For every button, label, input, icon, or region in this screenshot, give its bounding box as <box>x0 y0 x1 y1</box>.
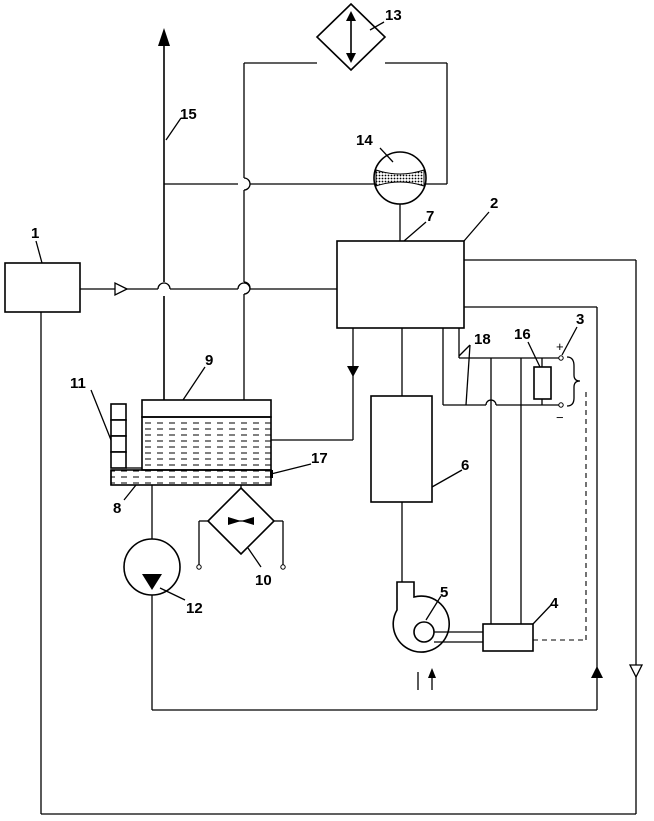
heat-exchanger-10 <box>208 488 274 554</box>
label-9: 9 <box>205 352 213 369</box>
label-17: 17 <box>311 450 328 467</box>
unit-2-box <box>337 241 464 328</box>
label-4: 4 <box>550 595 559 612</box>
label-5: 5 <box>440 584 448 601</box>
label-7: 7 <box>426 208 434 225</box>
label-3: 3 <box>576 311 584 328</box>
label-14: 14 <box>356 132 373 149</box>
label-12: 12 <box>186 600 203 617</box>
label-2: 2 <box>490 195 498 212</box>
label-11: 11 <box>70 375 86 392</box>
valve-14 <box>374 152 426 204</box>
unit-4-box <box>483 624 533 651</box>
terminal-minus: − <box>556 410 564 425</box>
label-13: 13 <box>385 7 402 24</box>
tank-9 <box>111 400 273 485</box>
label-8: 8 <box>113 500 121 517</box>
label-15: 15 <box>180 106 197 123</box>
connection-lines <box>41 28 642 814</box>
unit-1-box <box>5 263 80 312</box>
label-1: 1 <box>31 225 39 242</box>
part-labels: 1 2 3 4 5 6 7 8 9 10 11 12 13 14 15 16 1… <box>31 7 584 617</box>
pump-12 <box>124 539 180 595</box>
label-6: 6 <box>461 457 469 474</box>
terminal-plus: + <box>556 339 564 354</box>
label-18: 18 <box>474 331 491 348</box>
leader-lines <box>36 22 577 624</box>
resistor-16 <box>534 367 551 399</box>
label-16: 16 <box>514 326 531 343</box>
heat-exchanger-13 <box>317 4 385 70</box>
label-10: 10 <box>255 572 272 589</box>
unit-6-box <box>371 396 432 502</box>
stack-11 <box>111 404 142 468</box>
